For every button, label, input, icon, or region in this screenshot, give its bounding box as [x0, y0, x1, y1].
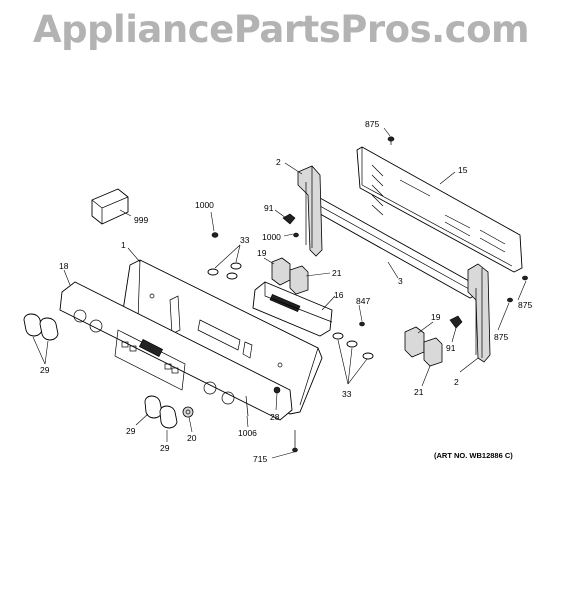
- callout-847: 847: [356, 296, 370, 306]
- callout-29-mid: 29: [126, 426, 136, 436]
- side-bracket-right-part[interactable]: [467, 263, 491, 363]
- side-bracket-left-part[interactable]: [297, 165, 323, 257]
- clip-91-right-part[interactable]: [449, 315, 463, 329]
- knobs-29-bottom-part[interactable]: [144, 395, 178, 429]
- callout-16: 16: [334, 290, 344, 300]
- callout-875-right: 875: [518, 300, 532, 310]
- callout-715: 715: [253, 454, 267, 464]
- callout-29-bottom: 29: [160, 443, 170, 453]
- clip-91-top-part[interactable]: [282, 213, 296, 225]
- screw-1000-a-part[interactable]: [211, 232, 219, 238]
- nut-20-part[interactable]: [182, 406, 194, 418]
- callout-29-left: 29: [40, 365, 50, 375]
- control-board-part[interactable]: [252, 281, 333, 337]
- callout-91-top: 91: [264, 203, 274, 213]
- callout-21-top: 21: [332, 268, 342, 278]
- art-number: (ART NO. WB12886 C): [434, 451, 513, 460]
- callout-15: 15: [458, 165, 468, 175]
- knobs-29-left-part[interactable]: [23, 313, 59, 341]
- callout-875-right-b: 875: [494, 332, 508, 342]
- leader-lines: [32, 127, 527, 459]
- screw-1000-b-part[interactable]: [293, 232, 299, 238]
- watermark-title: AppliancePartsPros.com: [32, 8, 530, 51]
- callout-2-top: 2: [276, 157, 281, 167]
- callout-33-bottom: 33: [342, 389, 352, 399]
- callout-3: 3: [398, 276, 403, 286]
- callout-20: 20: [187, 433, 197, 443]
- screw-875-top-part[interactable]: [387, 136, 395, 145]
- callout-1000-b: 1000: [262, 232, 281, 242]
- callout-18: 18: [59, 261, 69, 271]
- screw-875-right-part[interactable]: [507, 275, 528, 303]
- screw-28-part[interactable]: [273, 386, 281, 394]
- screw-1006-part[interactable]: [245, 395, 249, 417]
- callout-91-right: 91: [446, 343, 456, 353]
- block-999-part[interactable]: [91, 188, 129, 225]
- callout-1: 1: [121, 240, 126, 250]
- callout-28: 28: [270, 412, 280, 422]
- callout-1006: 1006: [238, 428, 257, 438]
- switch-19-top-part[interactable]: [271, 257, 291, 286]
- callout-1000-a: 1000: [195, 200, 214, 210]
- callout-33-top: 33: [240, 235, 250, 245]
- switch-19-right-part[interactable]: [404, 326, 425, 358]
- screw-715-part[interactable]: [292, 430, 298, 453]
- grommets-33-part[interactable]: [207, 262, 374, 360]
- screw-847-part[interactable]: [359, 321, 365, 327]
- rear-cover-part[interactable]: [356, 146, 523, 273]
- callout-21-right: 21: [414, 387, 424, 397]
- callout-19-top: 19: [257, 248, 267, 258]
- callout-999: 999: [134, 215, 148, 225]
- callout-2-right: 2: [454, 377, 459, 387]
- callout-labels: 875 15 2 999 1000 91 1000 1 33 19 21 3 1…: [40, 119, 532, 464]
- switch-21-top-part[interactable]: [289, 265, 309, 295]
- front-overlay-part[interactable]: [59, 281, 293, 421]
- callout-875-top: 875: [365, 119, 379, 129]
- callout-19-right: 19: [431, 312, 441, 322]
- switch-21-right-part[interactable]: [423, 337, 443, 367]
